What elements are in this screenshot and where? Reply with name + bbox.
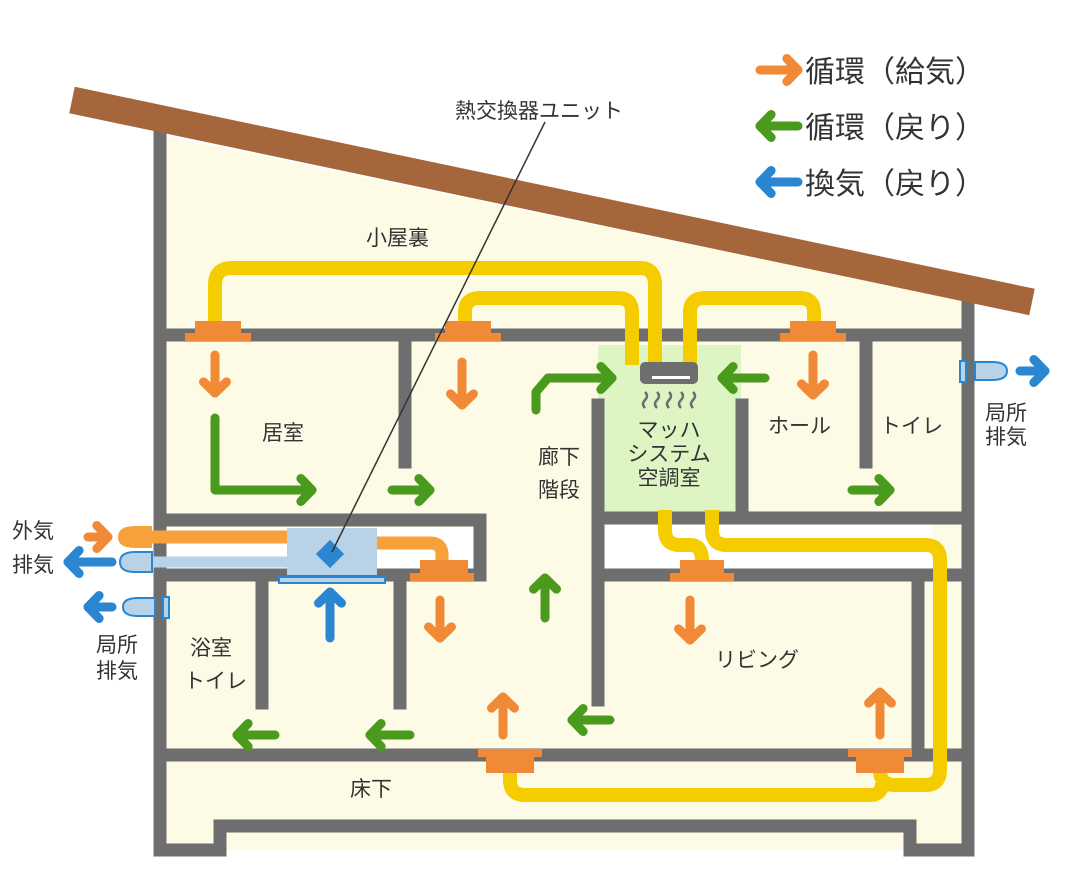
airflow-arrow <box>797 350 829 400</box>
ducts <box>208 261 947 802</box>
bath-toilet-label: トイレ <box>184 669 247 693</box>
arrowhead-icon <box>1029 355 1050 387</box>
airflow-arrow <box>864 687 896 740</box>
supply-vents <box>185 321 912 773</box>
arrowhead-icon <box>63 546 84 578</box>
house-interior <box>160 135 968 850</box>
airflow-arrow <box>365 719 415 751</box>
arrowhead-icon <box>755 110 776 142</box>
exhaust-arrow <box>63 546 117 578</box>
ac-room-label-1: マッハ <box>638 418 701 442</box>
arrowhead-icon <box>567 704 588 736</box>
legend-supply-arrow <box>755 54 803 86</box>
leader-line <box>331 121 546 553</box>
living-room-label: 居室 <box>262 421 304 445</box>
local-exhaust-left-label-1: 局所 <box>96 633 138 657</box>
arrowhead-icon <box>864 687 896 708</box>
arrowhead-icon <box>83 591 104 623</box>
airflow-arrow <box>847 474 895 506</box>
corridor-label: 廊下 <box>538 445 580 469</box>
bath-label: 浴室 <box>190 636 232 660</box>
ac-room-label-3: 空調室 <box>638 466 701 490</box>
arrowhead-icon <box>529 573 561 594</box>
legend: 循環（給気） 循環（戻り） 換気（戻り） <box>805 55 985 202</box>
legend-return-arrow <box>755 110 803 142</box>
living-label: リビング <box>715 648 799 672</box>
heat-exchanger-unit <box>278 528 386 584</box>
outdoor-hoods <box>118 360 1009 619</box>
outside-air-arrow <box>83 521 113 553</box>
legend-ventilation-arrow <box>755 166 803 198</box>
roof <box>69 86 1035 316</box>
airflow-arrow <box>424 595 456 643</box>
arrowhead-icon <box>314 587 346 608</box>
attic-label: 小屋裏 <box>366 226 429 250</box>
arrowhead-icon <box>414 474 435 506</box>
airflow-arrow <box>232 719 280 751</box>
local-exhaust-right-label-1: 局所 <box>985 401 1027 425</box>
local-exhaust-right-label-2: 排気 <box>985 425 1027 449</box>
room-labels: 熱交換器ユニット 小屋裏 居室 廊下 階段 マッハ システム 空調室 ホール ト… <box>12 99 1027 801</box>
legend-supply: 循環（給気） <box>805 55 985 90</box>
outside-air-label: 外気 <box>12 519 54 543</box>
supply-duct-out <box>375 536 449 565</box>
heat-exchanger-label: 熱交換器ユニット <box>455 99 623 123</box>
stairs-label: 階段 <box>538 478 580 502</box>
arrowhead-icon <box>92 521 113 553</box>
airflow-arrow <box>446 357 478 410</box>
airflow-arrows <box>63 54 1050 751</box>
airflow-arrow <box>487 692 519 740</box>
air-conditioner-icon <box>640 362 698 409</box>
arrowhead-icon <box>446 389 478 410</box>
airflow-arrow <box>531 362 617 415</box>
airflow-arrow <box>717 362 770 394</box>
local-exhaust-left-label-2: 排気 <box>96 659 138 683</box>
underfloor-label: 床下 <box>350 777 392 801</box>
legend-ventilation: 換気（戻り） <box>805 167 985 202</box>
airflow-arrow <box>387 474 435 506</box>
hx-intake-arrow <box>314 587 346 643</box>
airflow-arrow <box>210 413 317 506</box>
arrowhead-icon <box>596 362 617 394</box>
arrowhead-icon <box>424 622 456 643</box>
local-exhaust-right-arrow <box>1015 355 1050 387</box>
arrowhead-icon <box>874 474 895 506</box>
arrowhead-icon <box>717 362 738 394</box>
hall-label: ホール <box>768 414 831 438</box>
arrowhead-icon <box>797 379 829 400</box>
arrowhead-icon <box>755 166 776 198</box>
arrowhead-icon <box>782 54 803 86</box>
local-exhaust-left-arrow <box>83 591 117 623</box>
arrowhead-icon <box>296 474 317 506</box>
toilet-2f-label: トイレ <box>880 414 943 438</box>
legend-return: 循環（戻り） <box>805 111 985 146</box>
airflow-arrow <box>674 595 706 645</box>
arrowhead-icon <box>365 719 386 751</box>
airflow-arrow <box>529 573 561 623</box>
arrowhead-icon <box>199 377 231 398</box>
arrowhead-icon <box>487 692 519 713</box>
ac-room-label-2: システム <box>627 442 710 466</box>
exhaust-label: 排気 <box>12 553 54 577</box>
arrowhead-icon <box>232 719 253 751</box>
airflow-arrow <box>199 350 231 398</box>
arrowhead-icon <box>674 624 706 645</box>
airflow-arrow <box>567 704 615 736</box>
